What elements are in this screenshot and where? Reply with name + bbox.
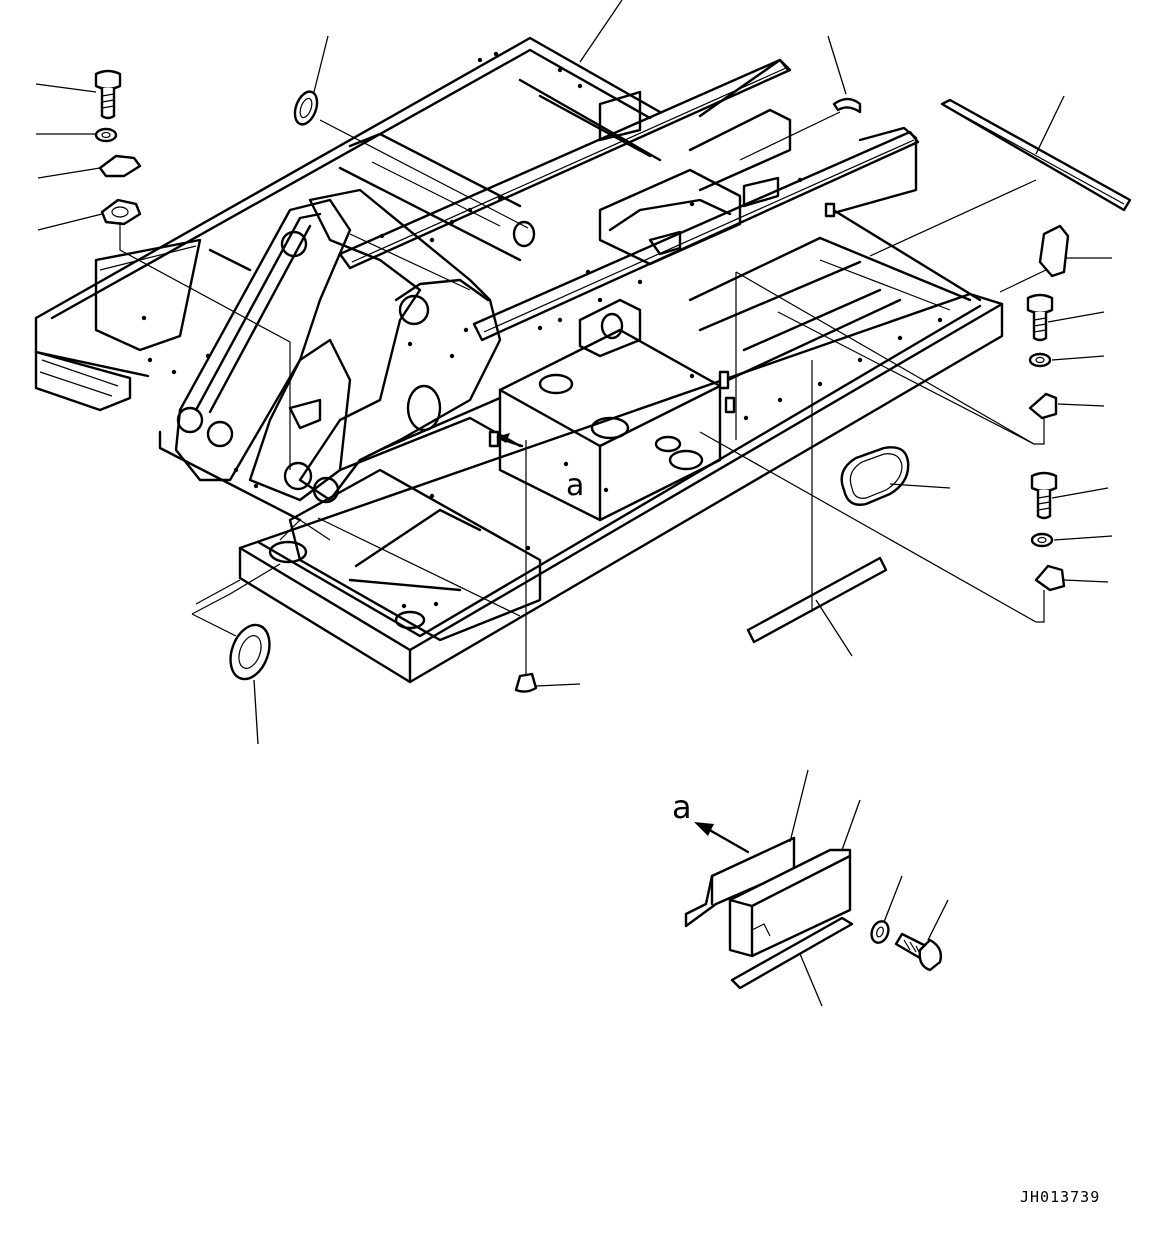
frame-bolt-holes xyxy=(141,51,943,609)
view-marker-main: a xyxy=(566,468,585,503)
clip-right-1 xyxy=(777,311,1105,445)
washer-right-1 xyxy=(1028,352,1105,368)
vertical-guide-lines xyxy=(735,271,1035,445)
drawing-code: JH013739 xyxy=(1020,1188,1101,1206)
revolving-frame xyxy=(34,36,1004,684)
clip-top xyxy=(739,35,862,161)
long-bar-bottom xyxy=(746,360,888,657)
leader-top-center xyxy=(579,0,623,63)
ring-bottom-left xyxy=(191,563,281,745)
bolt-right-1 xyxy=(1026,293,1105,342)
washer-top-left xyxy=(36,127,118,143)
plug-bottom xyxy=(514,440,581,693)
cover-plate-left xyxy=(37,154,142,179)
oval-cover-right xyxy=(840,446,951,506)
grommet-top xyxy=(293,35,529,229)
clip-right-2 xyxy=(699,431,1109,623)
detail-a-assembly xyxy=(684,769,949,1007)
bolt-right-2 xyxy=(1030,471,1109,520)
washer-right-2 xyxy=(1030,532,1113,548)
bracket-right xyxy=(999,224,1112,293)
long-bar-top-right xyxy=(869,95,1132,257)
flange-plate-left xyxy=(37,198,291,470)
bolt-top-left xyxy=(35,69,122,120)
view-marker-detail: a xyxy=(672,788,692,826)
